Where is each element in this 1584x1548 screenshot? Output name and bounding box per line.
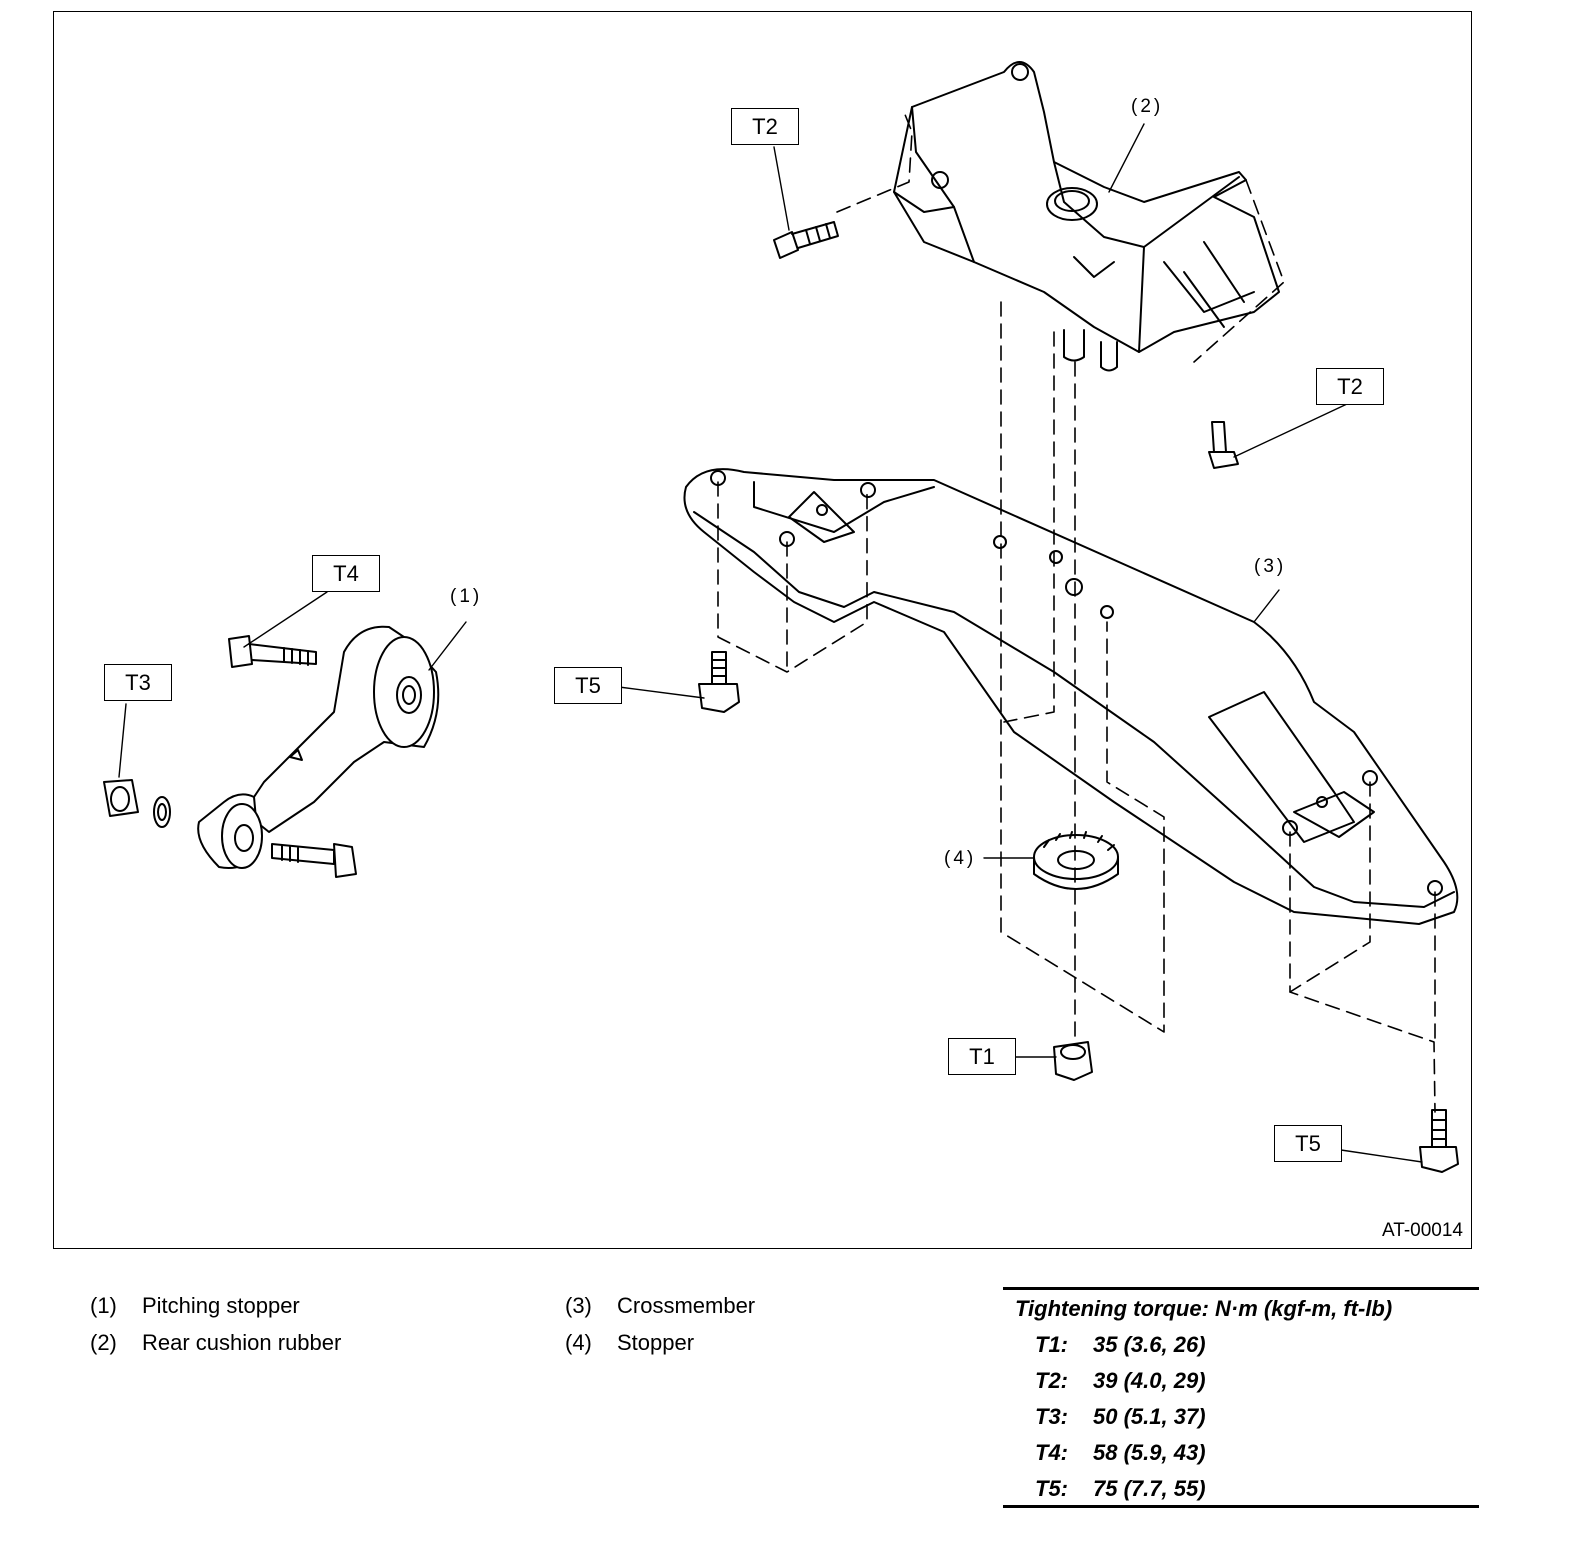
legend-label: Stopper [617,1330,695,1355]
legend-number: (4) [565,1330,592,1355]
torque-value: 50 (5.1, 37) [1093,1404,1206,1429]
bolt-t5-right [1419,1109,1459,1173]
callout-2: (2) [1131,96,1164,117]
callout-1: (1) [450,586,483,607]
legend-label: Rear cushion rubber [142,1330,342,1355]
torque-row-t2: T2: 39 (4.0, 29) [1035,1368,1206,1394]
torque-key: T1: [1035,1332,1068,1357]
assembly-lines [717,111,1436,1113]
stopper [1033,831,1119,890]
tag-t3: T3 [104,664,172,701]
diagram-drawing [103,61,1459,1173]
tag-t4: T4 [312,555,380,592]
torque-row-t4: T4: 58 (5.9, 43) [1035,1440,1206,1466]
torque-header: Tightening torque: N·m (kgf-m, ft-lb) [1015,1296,1393,1321]
pitching-stopper [103,625,440,878]
torque-key: T5: [1035,1476,1068,1501]
torque-value: 39 (4.0, 29) [1093,1368,1206,1393]
leader-lines [118,123,1423,1163]
figure-id: AT-00014 [1382,1220,1463,1241]
exploded-diagram: T2 T2 T4 T3 T5 T1 T5 (1) (2) (3) (4) AT-… [53,11,1472,1249]
legend-number: (3) [565,1293,592,1318]
torque-row-t1: T1: 35 (3.6, 26) [1035,1332,1206,1358]
torque-value: 35 (3.6, 26) [1093,1332,1206,1357]
legend-number: (1) [90,1293,117,1318]
bolt-t2-top [773,221,839,259]
legend-label: Pitching stopper [142,1293,300,1318]
nut-t1 [1053,1041,1093,1081]
tag-t2-right: T2 [1316,368,1384,405]
tag-t2-top: T2 [731,108,799,145]
torque-key: T2: [1035,1368,1068,1393]
torque-table: Tightening torque: N·m (kgf-m, ft-lb) T1… [1003,1287,1479,1508]
rear-cushion-rubber [893,61,1280,372]
tag-t5-right: T5 [1274,1125,1342,1162]
legend-label: Crossmember [617,1293,756,1318]
callout-3: (3) [1254,556,1287,577]
torque-row-t3: T3: 50 (5.1, 37) [1035,1404,1206,1430]
callout-4: (4) [944,848,977,869]
torque-value: 75 (7.7, 55) [1093,1476,1206,1501]
bolt-t5-left [698,651,740,713]
torque-row-t5: T5: 75 (7.7, 55) [1035,1476,1206,1502]
torque-value: 58 (5.9, 43) [1093,1440,1206,1465]
tag-t1: T1 [948,1038,1016,1075]
crossmember [683,468,1459,925]
torque-key: T3: [1035,1404,1068,1429]
bolt-t2-right [1208,421,1239,469]
torque-key: T4: [1035,1440,1068,1465]
tag-t5-left: T5 [554,667,622,704]
legend-number: (2) [90,1330,117,1355]
